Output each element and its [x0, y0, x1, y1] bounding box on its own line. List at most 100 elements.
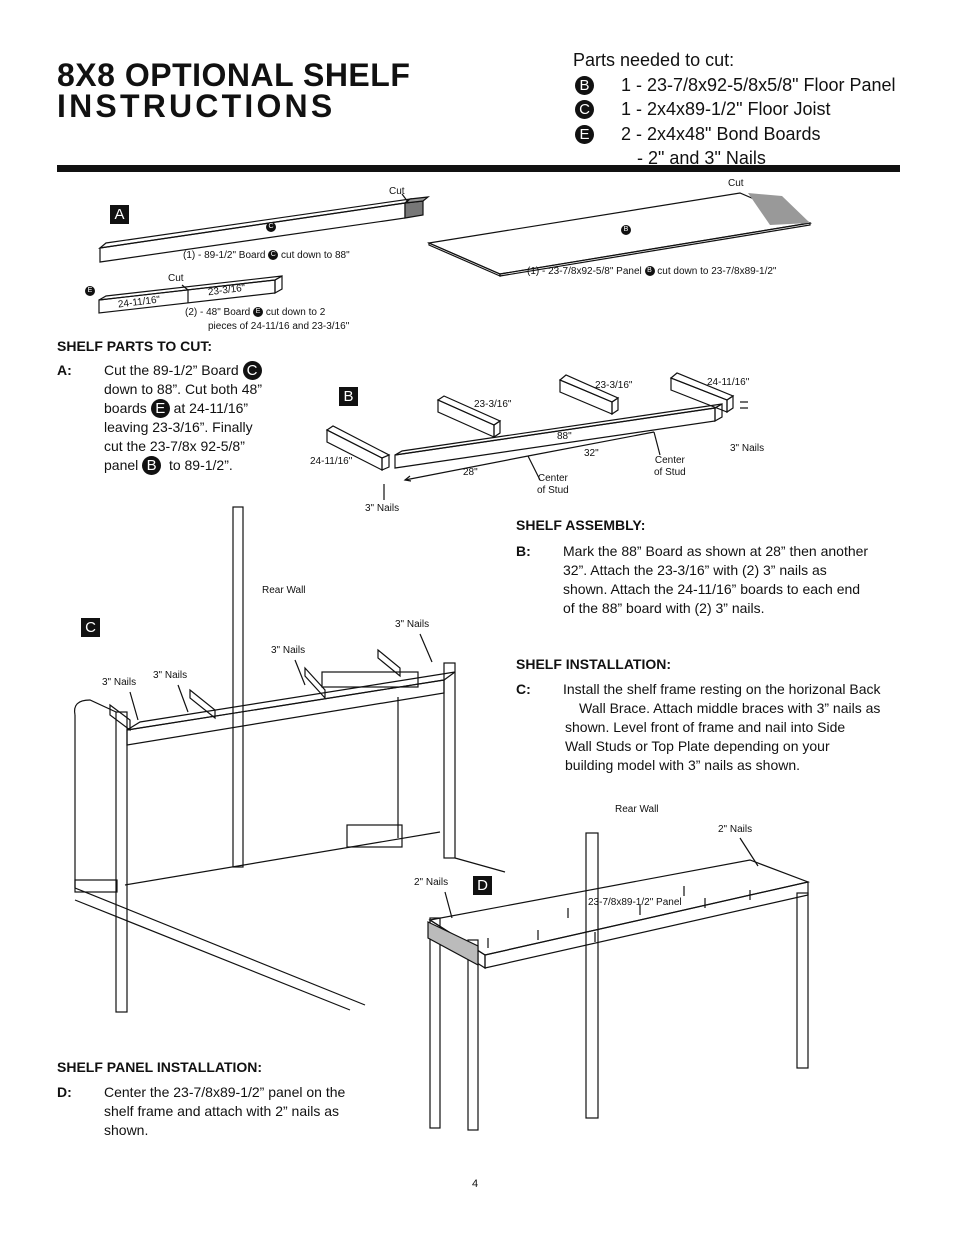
caption-text: (1) - 23-7/8x92-5/8" Panel: [527, 266, 642, 277]
step-line: shown. Level front of frame and nail int…: [565, 719, 846, 735]
step-body: Mark the 88” Board as shown at 28” then …: [563, 542, 868, 618]
nails-label: 2" Nails: [414, 877, 449, 888]
dim-28: 28": [463, 467, 478, 478]
part-text: - 2" and 3" Nails: [637, 148, 766, 168]
part-row-b: B 1 - 23-7/8x92-5/8x5/8" Floor Panel: [573, 73, 896, 98]
page-number: 4: [472, 1178, 479, 1190]
step-text: boards: [104, 400, 147, 416]
letter-c-badge: C: [266, 222, 276, 232]
header-divider: [57, 165, 900, 172]
step-line: 32”. Attach the 23-3/16” with (2) 3” nai…: [563, 562, 827, 578]
title-line-2: INSTRUCTIONS: [57, 88, 336, 124]
step-line: Center the 23-7/8x89-1/2” panel on the: [104, 1084, 346, 1100]
step-text: panel: [104, 457, 139, 473]
step-body: Install the shelf frame resting on the h…: [563, 680, 881, 775]
shelf-frame-install-drawing: [73, 506, 506, 1013]
panel-b-caption: (1) - 23-7/8x92-5/8" Panel B cut down to…: [527, 266, 776, 278]
parts-needed: Parts needed to cut: B 1 - 23-7/8x92-5/8…: [573, 48, 896, 171]
label-line: Center: [537, 473, 568, 484]
label-line: of Stud: [537, 485, 569, 496]
letter-c-badge: C: [268, 250, 279, 261]
parts-heading-text: Parts needed to cut:: [573, 50, 735, 70]
caption-text: cut down to 2: [265, 307, 326, 318]
rear-wall-label: Rear Wall: [262, 585, 306, 596]
label-line: of Stud: [654, 467, 686, 478]
step-line: shown. Attach the 24-11/16” boards to ea…: [563, 581, 861, 597]
letter-e-badge: E: [253, 307, 264, 318]
diagram-a-label: A: [110, 205, 129, 224]
boards-e-drawing: [98, 274, 283, 314]
step-line: boards E at 24-11/16”: [104, 399, 262, 418]
page-title: 8X8 OPTIONAL SHELF INSTRUCTIONS: [57, 57, 411, 124]
label-line: Center: [654, 455, 685, 466]
letter-b-badge: B: [621, 225, 631, 235]
step-key: A:: [57, 362, 72, 378]
part-row-nails: - 2" and 3" Nails: [573, 146, 766, 171]
part-letter-badge: E: [575, 124, 594, 144]
step-key: B:: [516, 543, 531, 559]
step-text: to 89-1/2”.: [168, 457, 233, 473]
nails-label: 3" Nails: [102, 677, 137, 688]
part-text: 2 - 2x4x48" Bond Boards: [621, 123, 821, 144]
diagram-c-label: C: [81, 618, 100, 637]
letter-c-badge: C: [242, 361, 262, 380]
nails-label: 3" Nails: [395, 619, 430, 630]
part-letter-badge: B: [575, 75, 594, 95]
step-line: Wall Brace. Attach middle braces with 3”…: [579, 700, 881, 716]
frame-assembly-drawing: [325, 372, 748, 500]
step-line: cut the 23-7/8x 92-5/8”: [104, 438, 245, 454]
step-text: Cut the 89-1/2” Board: [104, 362, 239, 378]
dim-23-3-16-b: 23-3/16": [595, 380, 633, 391]
step-line: shelf frame and attach with 2” nails as: [104, 1103, 340, 1119]
step-line: Cut the 89-1/2” Board C: [104, 361, 262, 380]
board-c-drawing: [97, 193, 430, 263]
step-line: shown.: [104, 1122, 149, 1138]
step-line: panel B to 89-1/2”.: [104, 456, 262, 475]
panel-installation-heading: SHELF PANEL INSTALLATION:: [57, 1059, 263, 1075]
part-row-c: C 1 - 2x4x89-1/2" Floor Joist: [573, 97, 830, 122]
dim-88: 88": [557, 431, 572, 442]
step-key: D:: [57, 1084, 72, 1100]
step-body: Center the 23-7/8x89-1/2” panel on the s…: [104, 1083, 345, 1140]
shelf-installation-heading: SHELF INSTALLATION:: [516, 656, 672, 672]
caption-text: (1) - 89-1/2" Board: [183, 250, 266, 261]
cut-label: Cut: [389, 186, 405, 197]
diagram-d-label: D: [473, 876, 492, 895]
part-row-e: E 2 - 2x4x48" Bond Boards: [573, 122, 821, 147]
step-line: Install the shelf frame resting on the h…: [563, 681, 881, 697]
letter-e-badge: E: [150, 399, 170, 418]
cut-label: Cut: [728, 178, 744, 189]
title-line-1: 8X8 OPTIONAL SHELF: [57, 57, 411, 93]
nails-label: 2" Nails: [718, 824, 753, 835]
dim-24-11-16-left: 24-11/16": [310, 456, 353, 467]
caption-text: (2) - 48" Board: [185, 307, 251, 318]
nails-label: 3" Nails: [271, 645, 306, 656]
step-line: leaving 23-3/16”. Finally: [104, 419, 253, 435]
part-text: 1 - 2x4x89-1/2" Floor Joist: [621, 99, 831, 119]
diagram-b-label: B: [339, 387, 358, 406]
step-line: Wall Studs or Top Plate depending on you…: [565, 738, 830, 754]
parts-heading: Parts needed to cut:: [573, 48, 734, 73]
letter-e-badge: E: [85, 286, 95, 296]
step-line: of the 88” board with (2) 3” nails.: [563, 600, 765, 616]
parts-to-cut-heading: SHELF PARTS TO CUT:: [57, 338, 213, 354]
panel-installation-step: D: Center the 23-7/8x89-1/2” panel on th…: [57, 1083, 387, 1143]
letter-b-badge: B: [644, 266, 655, 277]
dim-23-3-16-a: 23-3/16": [474, 399, 512, 410]
panel-b-drawing: [426, 192, 813, 277]
boards-e-caption: (2) - 48" Board E cut down to 2: [185, 307, 325, 319]
parts-to-cut-step: A: Cut the 89-1/2” Board C down to 88”. …: [57, 361, 317, 481]
letter-b-badge: B: [142, 456, 162, 475]
step-line: Mark the 88” Board as shown at 28” then …: [563, 543, 869, 559]
caption-text: cut down to 88": [281, 250, 350, 261]
panel-install-drawing: [427, 832, 811, 1131]
nails-label: 3" Nails: [365, 503, 400, 514]
dim-24-11-16-right: 24-11/16": [707, 377, 750, 388]
nails-label: 3" Nails: [153, 670, 188, 681]
cut-label: Cut: [168, 273, 184, 284]
caption-text: cut down to 23-7/8x89-1/2": [657, 266, 777, 277]
part-letter-badge: C: [575, 100, 594, 119]
